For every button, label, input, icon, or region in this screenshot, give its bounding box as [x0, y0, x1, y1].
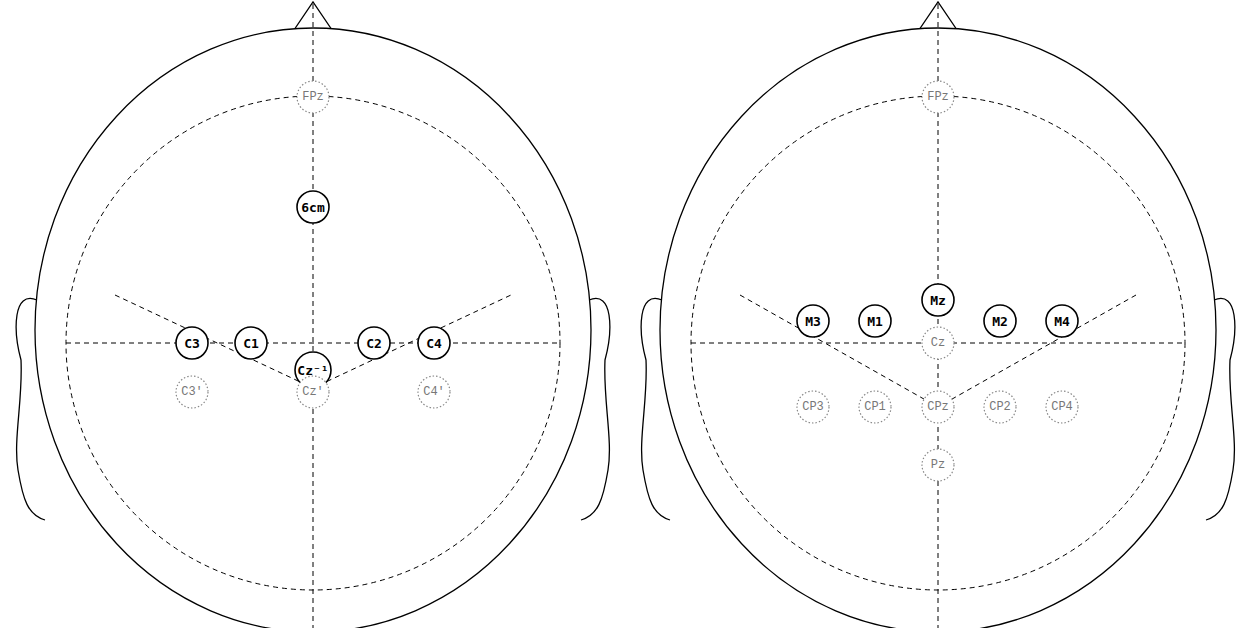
reference-electrode: CPz	[921, 390, 955, 424]
electrode-outline	[797, 305, 829, 337]
electrode-label: CPz	[927, 401, 949, 413]
electrode-circle: M3	[796, 304, 830, 338]
electrode-label: C1	[243, 337, 259, 350]
electrode-label: Pz	[931, 459, 945, 471]
electrode-outline	[176, 376, 208, 408]
electrode-outline	[1046, 305, 1078, 337]
electrode-outline	[984, 391, 1016, 423]
electrode-label: C2	[366, 337, 382, 350]
electrode-outline	[1046, 391, 1078, 423]
reference-electrode: C4'	[417, 375, 451, 409]
electrode-label: Cz	[931, 337, 945, 349]
reference-electrode: Cz	[921, 326, 955, 360]
electrode-label: C4	[426, 337, 442, 350]
electrode-outline	[176, 327, 208, 359]
guide-line	[66, 343, 560, 344]
electrode-label: Cz⁻¹	[297, 364, 328, 377]
electrode-label: M1	[867, 315, 883, 328]
electrode-circle: M1	[858, 304, 892, 338]
electrode-label: CP4	[1051, 401, 1073, 413]
electrode-label: FPz	[302, 91, 324, 103]
reference-electrode: C3'	[175, 375, 209, 409]
electrode-circle: 6cm	[296, 190, 330, 224]
head-figure	[641, 2, 1235, 628]
electrode-circle: M4	[1045, 304, 1079, 338]
electrode-label: FPz	[927, 91, 949, 103]
electrode-outline	[922, 81, 954, 113]
reference-electrode: Pz	[921, 448, 955, 482]
electrode-label: Cz'	[302, 386, 324, 398]
electrode-circle: C3	[175, 326, 209, 360]
electrode-label: M3	[805, 315, 821, 328]
electrode-outline	[922, 391, 954, 423]
guide-line	[115, 295, 511, 388]
reference-electrode: Cz'	[296, 375, 330, 409]
electrode-circle: C4	[417, 326, 451, 360]
electrode-outline	[922, 327, 954, 359]
reference-electrode: FPz	[296, 80, 330, 114]
electrode-label: C3'	[181, 386, 203, 398]
electrode-outline	[984, 305, 1016, 337]
electrode-outline	[297, 191, 329, 223]
reference-electrode: CP1	[858, 390, 892, 424]
electrode-circle: C2	[357, 326, 391, 360]
electrode-outline	[235, 327, 267, 359]
electrode-outline	[418, 327, 450, 359]
reference-electrode: FPz	[921, 80, 955, 114]
electrode-label: C4'	[423, 386, 445, 398]
electrode-circle: Mz	[921, 283, 955, 317]
electrode-outline	[418, 376, 450, 408]
electrode-circle: C1	[234, 326, 268, 360]
electrode-label: 6cm	[301, 201, 324, 214]
electrode-outline	[859, 391, 891, 423]
electrode-label: CP1	[864, 401, 886, 413]
electrode-circle: M2	[983, 304, 1017, 338]
electrode-outline	[859, 305, 891, 337]
electrode-outline	[297, 376, 329, 408]
electrode-outline	[297, 81, 329, 113]
electrode-label: CP2	[989, 401, 1011, 413]
electrode-outline	[358, 327, 390, 359]
reference-electrode: CP4	[1045, 390, 1079, 424]
electrode-label: Mz	[930, 294, 946, 307]
electrode-outline	[922, 284, 954, 316]
reference-electrode: CP3	[796, 390, 830, 424]
electrode-label: M4	[1054, 315, 1070, 328]
reference-electrode: CP2	[983, 390, 1017, 424]
head-figure	[16, 2, 610, 628]
electrode-label: M2	[992, 315, 1008, 328]
electrode-label: CP3	[802, 401, 824, 413]
electrode-label: C3	[184, 337, 200, 350]
electrode-outline	[922, 449, 954, 481]
electrode-outline	[797, 391, 829, 423]
